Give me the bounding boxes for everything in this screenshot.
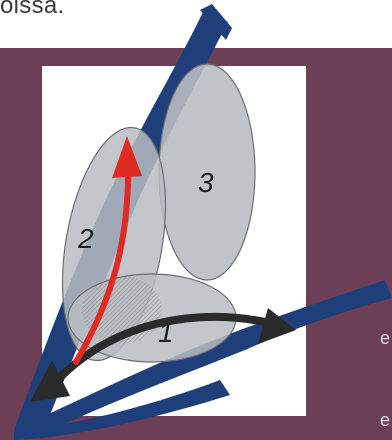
region-label-3: 3 [198, 167, 214, 198]
region-label-2: 2 [77, 223, 94, 254]
